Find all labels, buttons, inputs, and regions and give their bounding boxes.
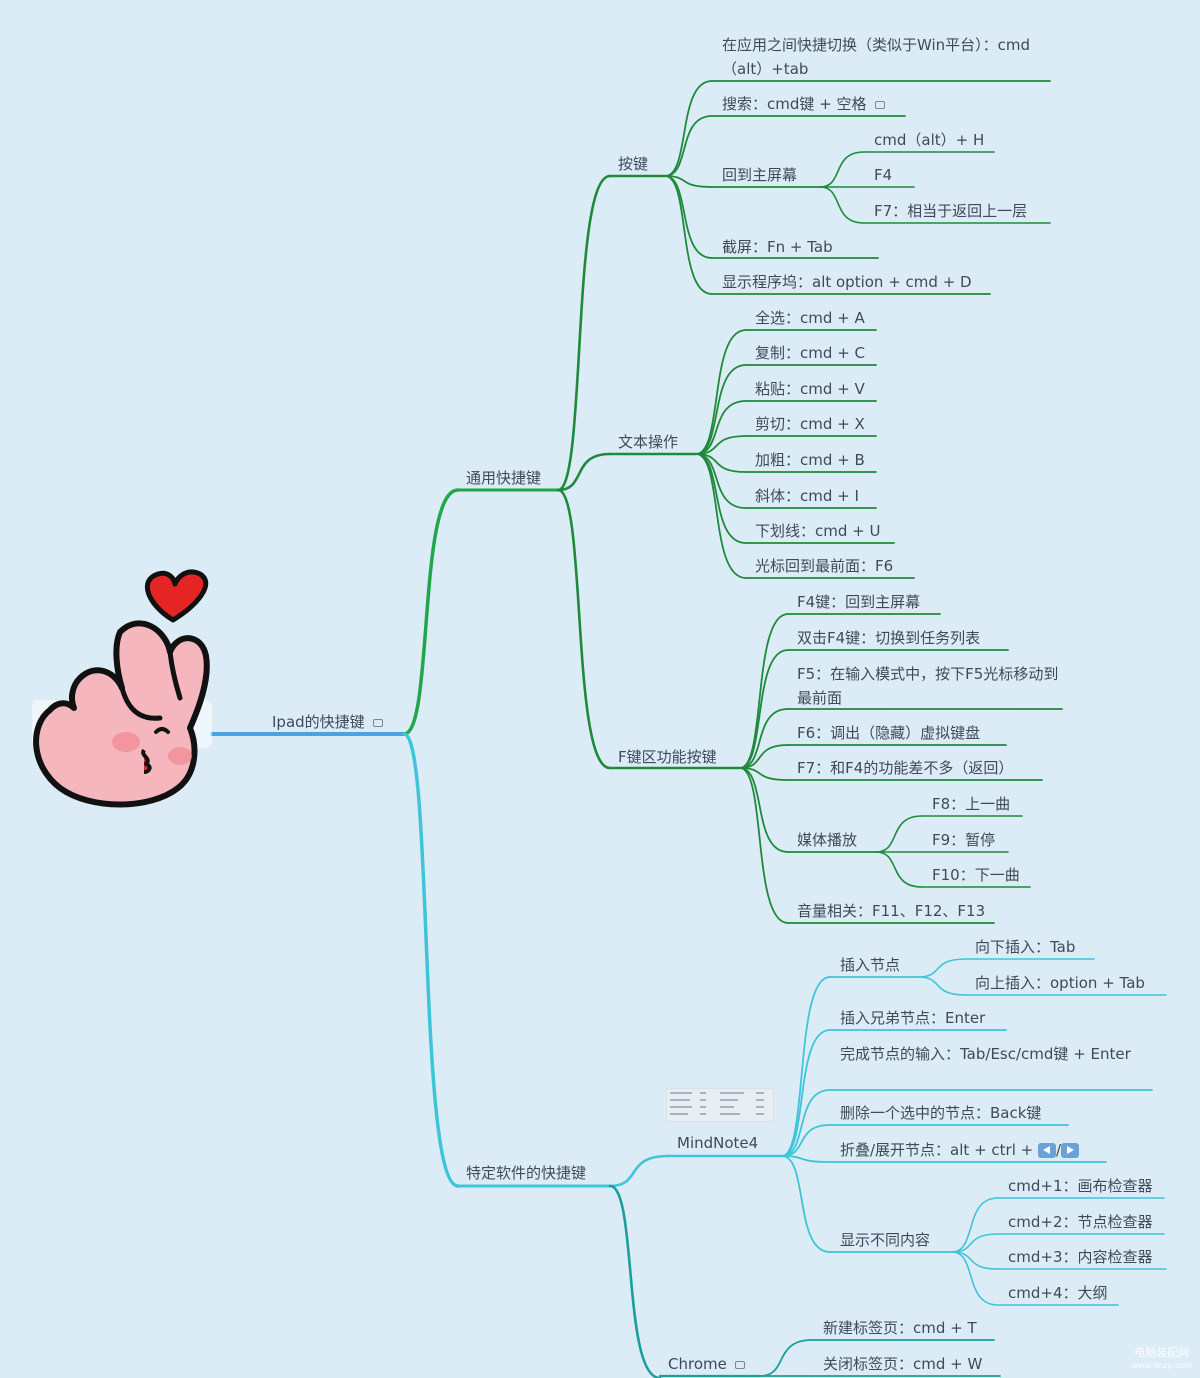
root-node: Ipad的快捷键 <box>272 710 383 734</box>
branch-connector <box>952 1252 998 1305</box>
branch-connector <box>820 187 864 223</box>
branch-connector <box>760 1340 812 1376</box>
media-item-3: F10：下一曲 <box>932 863 1020 887</box>
note-icon <box>373 719 383 727</box>
home-item-3: F7：相当于返回上一层 <box>874 199 1027 223</box>
branch-connector <box>665 116 712 176</box>
show-item-3: cmd+3：内容检查器 <box>1008 1245 1153 1269</box>
show-item-1: cmd+1：画布检查器 <box>1008 1174 1153 1198</box>
text-op-5: 加粗：cmd + B <box>755 448 865 472</box>
branch-connector <box>782 1156 830 1252</box>
delete-node: 删除一个选中的节点：Back键 <box>840 1101 1041 1125</box>
branch-connector <box>665 176 712 258</box>
branch-connector <box>782 1090 830 1156</box>
media-item-1: F8：上一曲 <box>932 792 1010 816</box>
branch-connector <box>740 709 788 768</box>
branch-connector <box>696 454 746 508</box>
general-branch-connector <box>404 490 458 734</box>
branch-connector <box>952 1198 998 1252</box>
home-screen-node: 回到主屏幕 <box>722 163 797 187</box>
mindnote-node: MindNote4 <box>677 1131 758 1155</box>
text-op-6: 斜体：cmd + I <box>755 484 859 508</box>
watermark: 电脑装配网 www.dnzp.com <box>1132 1346 1193 1372</box>
general-shortcuts-node: 通用快捷键 <box>466 466 541 490</box>
hand-icon <box>32 623 212 804</box>
fkey-item-3: F5：在输入模式中，按下F5光标移动到最前面 <box>797 662 1059 710</box>
text-op-8: 光标回到最前面：F6 <box>755 554 893 578</box>
chrome-item-1: 新建标签页：cmd + T <box>823 1316 977 1340</box>
branch-connector <box>610 1156 668 1186</box>
finger-heart-sticker <box>20 560 220 820</box>
insert-sibling-node: 插入兄弟节点：Enter <box>840 1006 985 1030</box>
media-item-2: F9：暂停 <box>932 828 995 852</box>
home-item-2: F4 <box>874 163 892 187</box>
fkey-item-2: 双击F4键：切换到任务列表 <box>797 626 980 650</box>
software-shortcuts-node: 特定软件的快捷键 <box>466 1161 586 1185</box>
chrome-node: Chrome <box>668 1352 745 1376</box>
volume-node: 音量相关：F11、F12、F13 <box>797 899 985 923</box>
mindnote-screenshot-thumbnail <box>666 1088 774 1122</box>
branch-connector <box>740 768 788 923</box>
branch-connector <box>558 490 610 768</box>
heart-icon <box>147 572 205 620</box>
fkey-item-5: F7：和F4的功能差不多（返回） <box>797 756 1013 780</box>
branch-connector <box>782 1030 830 1156</box>
branch-connector <box>918 977 966 995</box>
home-item-1: cmd（alt）+ H <box>874 128 984 152</box>
fkey-item-4: F6：调出（隐藏）虚拟键盘 <box>797 721 980 745</box>
fkeys-node: F键区功能按键 <box>618 745 717 769</box>
text-op-3: 粘贴：cmd + V <box>755 377 865 401</box>
branch-connector <box>876 852 922 887</box>
branch-connector <box>558 176 610 490</box>
note-icon <box>735 1361 745 1369</box>
branch-connector <box>820 152 864 187</box>
screenshot-node: 截屏：Fn + Tab <box>722 235 833 259</box>
note-icon <box>875 101 885 109</box>
show-content-node: 显示不同内容 <box>840 1228 930 1252</box>
branch-connector <box>558 454 610 490</box>
branch-connector <box>876 816 922 852</box>
text-op-4: 剪切：cmd + X <box>755 412 865 436</box>
branch-connector <box>696 401 746 454</box>
show-item-2: cmd+2：节点检查器 <box>1008 1210 1153 1234</box>
search-node: 搜索：cmd键 + 空格 <box>722 92 885 116</box>
right-arrow-key-icon <box>1061 1143 1079 1158</box>
left-arrow-key-icon <box>1038 1143 1056 1158</box>
app-switch-node: 在应用之间快捷切换（类似于Win平台）：cmd（alt）+tab <box>722 33 1052 81</box>
insert-node: 插入节点 <box>840 953 900 977</box>
text-ops-node: 文本操作 <box>618 430 678 454</box>
text-op-2: 复制：cmd + C <box>755 341 865 365</box>
text-op-1: 全选：cmd + A <box>755 306 865 330</box>
fkey-item-1: F4键：回到主屏幕 <box>797 590 920 614</box>
branch-connector <box>610 1186 660 1378</box>
insert-up-node: 向上插入：option + Tab <box>975 971 1145 995</box>
keys-node: 按键 <box>618 152 648 176</box>
insert-down-node: 向下插入：Tab <box>975 935 1075 959</box>
branch-connector <box>665 81 712 176</box>
show-item-4: cmd+4：大纲 <box>1008 1281 1108 1305</box>
software-branch-connector <box>404 734 458 1186</box>
chrome-item-2: 关闭标签页：cmd + W <box>823 1352 982 1376</box>
finish-input-node: 完成节点的输入：Tab/Esc/cmd键 + Enter <box>840 1042 1140 1066</box>
dock-node: 显示程序坞：alt option + cmd + D <box>722 270 972 294</box>
fold-node: 折叠/展开节点：alt + ctrl + / <box>840 1138 1079 1162</box>
text-op-7: 下划线：cmd + U <box>755 519 880 543</box>
media-node: 媒体播放 <box>797 828 857 852</box>
branch-connector <box>918 959 966 977</box>
